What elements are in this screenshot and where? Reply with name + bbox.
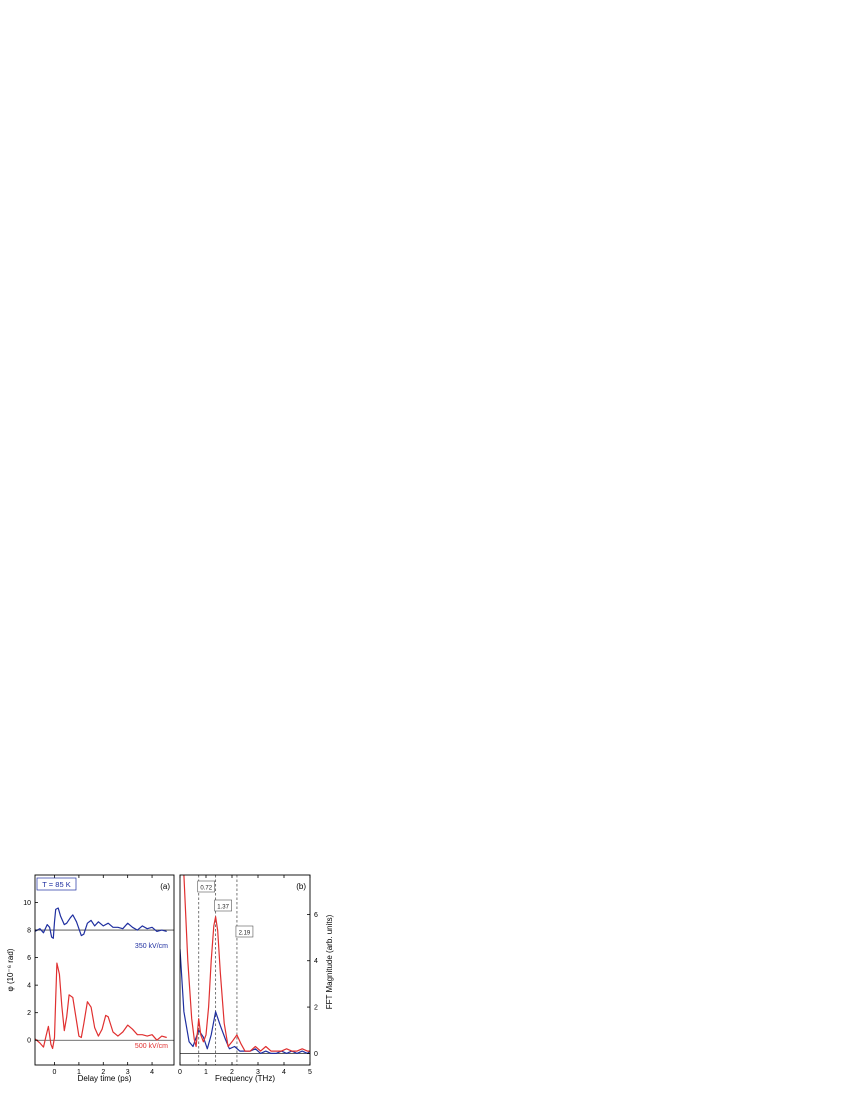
temperature-box	[36, 877, 77, 891]
series-line	[183, 875, 310, 1052]
x-axis-label: Frequency (THz)	[215, 1074, 275, 1083]
x-tick-label: 2	[230, 1069, 234, 1076]
x-tick-label: 0	[178, 1069, 182, 1076]
x-tick-label: 3	[256, 1069, 260, 1076]
x-tick-label: 1	[77, 1069, 81, 1076]
annotation-box	[214, 899, 232, 912]
y-tick-label: 6	[314, 912, 318, 919]
plot-frame	[179, 874, 311, 1066]
y-tick-label: 4	[314, 958, 318, 965]
plot-frame	[34, 874, 175, 1066]
y-axis-label: FFT Magnitude (arb. units)	[325, 914, 334, 1009]
x-tick-label: 1	[204, 1069, 208, 1076]
series-line	[180, 949, 310, 1054]
x-tick-label: 0	[53, 1069, 57, 1076]
y-tick-label: 0	[27, 1038, 31, 1045]
x-tick-label: 4	[150, 1069, 154, 1076]
x-tick-label: 3	[126, 1069, 130, 1076]
annotation-box	[197, 880, 216, 893]
temperature-label: T = 85 K	[42, 880, 70, 889]
x-axis-label: Delay time (ps)	[78, 1074, 132, 1083]
y-tick-label: 0	[314, 1051, 318, 1058]
series-line	[35, 907, 167, 939]
y-tick-label: 2	[27, 1010, 31, 1017]
y-tick-label: 4	[27, 983, 31, 990]
annotation-label: 1.37	[217, 905, 229, 911]
annotation-box	[235, 925, 254, 938]
y-tick-label: 10	[23, 900, 31, 907]
x-tick-label: 4	[282, 1069, 286, 1076]
y-axis-label: φ (10⁻⁶ rad)	[6, 948, 15, 991]
annotation-label: 2.19	[239, 931, 251, 937]
series-line	[35, 962, 167, 1050]
series-label-350: 350 kV/cm	[135, 943, 168, 950]
y-tick-label: 6	[27, 955, 31, 962]
annotation-label: 0.72	[200, 886, 212, 892]
y-tick-label: 8	[27, 928, 31, 935]
panel-label: (b)	[296, 882, 306, 891]
x-tick-label: 5	[308, 1069, 312, 1076]
y-tick-label: 2	[314, 1005, 318, 1012]
panel-label: (a)	[160, 882, 170, 891]
series-label-500: 500 kV/cm	[135, 1043, 168, 1050]
x-tick-label: 2	[101, 1069, 105, 1076]
